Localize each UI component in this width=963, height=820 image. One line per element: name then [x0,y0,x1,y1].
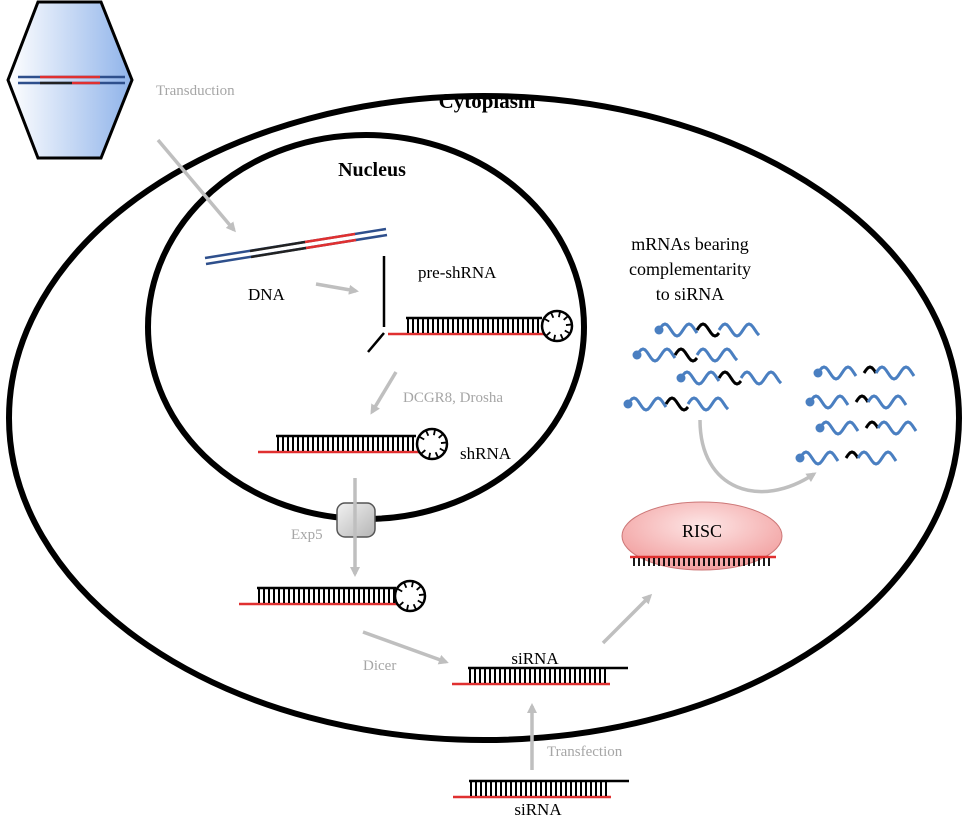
transduction-label: Transduction [156,83,235,99]
risc-complex: RISC [621,501,783,571]
pre-shrna-tails [367,256,386,353]
cleaved-mrnas [795,365,918,466]
shrna-hairpin [258,427,449,461]
exp5-label: Exp5 [291,527,323,543]
cytoplasm-label: Cytoplasm [439,89,536,113]
pre-shrna-hairpin [388,309,574,343]
mrna-label-line3: to siRNA [656,284,725,304]
nuclear-dna [204,227,388,266]
exported-shrna-hairpin [239,579,427,613]
sirna-duplex-cytoplasm [452,666,628,686]
nucleus-label: Nucleus [338,159,406,181]
risc-loading-arrow [601,593,653,645]
risc-label: RISC [682,521,722,541]
sirna-outside-label: siRNA [514,800,562,819]
mrna-label-line1: mRNAs bearing [631,234,748,254]
transduction-arrow [156,138,236,233]
pre-shrna-label: pre-shRNA [418,263,497,282]
dicer-label: Dicer [363,658,396,674]
target-mrnas [623,322,783,412]
cleavage-arrow [698,419,817,494]
transcription-arrow [315,282,359,295]
mrna-label-line2: complementarity [629,259,751,279]
process-arrows [156,138,817,770]
shrna-label: shRNA [460,444,512,463]
dicer-arrow [362,630,449,665]
sirna-cytoplasm-label: siRNA [511,649,559,668]
transfection-label: Transfection [547,744,623,760]
viral-vector [6,0,134,160]
dna-label: DNA [248,285,286,304]
dcgr8-drosha-label: DCGR8, Drosha [403,390,503,406]
sirna-duplex-transfected [453,779,629,799]
cell-membrane [6,93,962,743]
drosha-arrow [370,371,398,415]
